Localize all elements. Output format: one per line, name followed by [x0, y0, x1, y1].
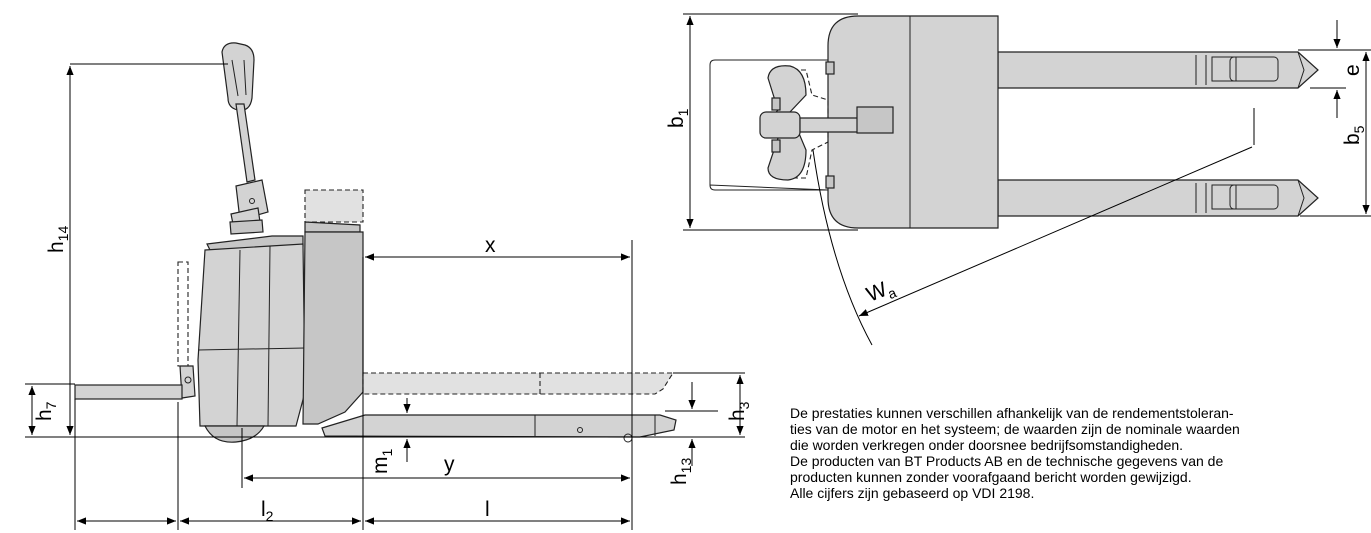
note-line-4: De producten van BT Products AB en de te…: [790, 453, 1224, 469]
cover-raised-dashed: [304, 189, 364, 223]
drive-unit-body: [197, 243, 306, 427]
label-l2: l2: [261, 498, 274, 524]
note-line-6: Alle cijfers zijn gebaseerd op VDI 2198.: [790, 485, 1035, 501]
label-h14: h14: [45, 226, 71, 253]
drive-wheel: [204, 425, 266, 443]
top-dimension-lines: [683, 13, 1371, 346]
tiller-grip: [221, 42, 255, 111]
label-x: x: [485, 234, 496, 257]
chassis-top: [827, 15, 999, 229]
fork-raised-dashed: [362, 372, 674, 395]
label-h3: h3: [726, 401, 752, 421]
note-line-1: De prestaties kunnen verschillen afhanke…: [790, 405, 1234, 421]
side-extension-lines: [25, 63, 745, 488]
rear-bar: [74, 384, 183, 400]
battery-compartment: [302, 231, 364, 425]
truck-side-view: [74, 42, 677, 443]
label-h13: h13: [668, 458, 694, 485]
label-h7: h7: [33, 401, 59, 421]
note-line-2: ties van de motor en het systeem; de waa…: [790, 421, 1240, 437]
side-dimension-lines: [28, 66, 744, 530]
operator-platform-outline: [709, 59, 829, 191]
fork-lowered: [321, 414, 677, 438]
label-m1: m1: [369, 449, 395, 475]
note-line-5: producten kunnen zonder voorafgaand beri…: [790, 469, 1192, 485]
note-line-3: die worden verkregen onder doorsnee bedr…: [790, 437, 1184, 453]
label-e: e: [1341, 64, 1364, 76]
label-b1: b1: [665, 108, 691, 128]
label-y: y: [444, 453, 455, 476]
label-b5: b5: [1341, 125, 1367, 145]
truck-top-view: [709, 15, 1319, 229]
label-wa: Wa: [863, 275, 899, 310]
label-l: l: [485, 498, 490, 521]
tiller-arm: [235, 103, 256, 183]
tiller-pivot: [235, 179, 269, 221]
